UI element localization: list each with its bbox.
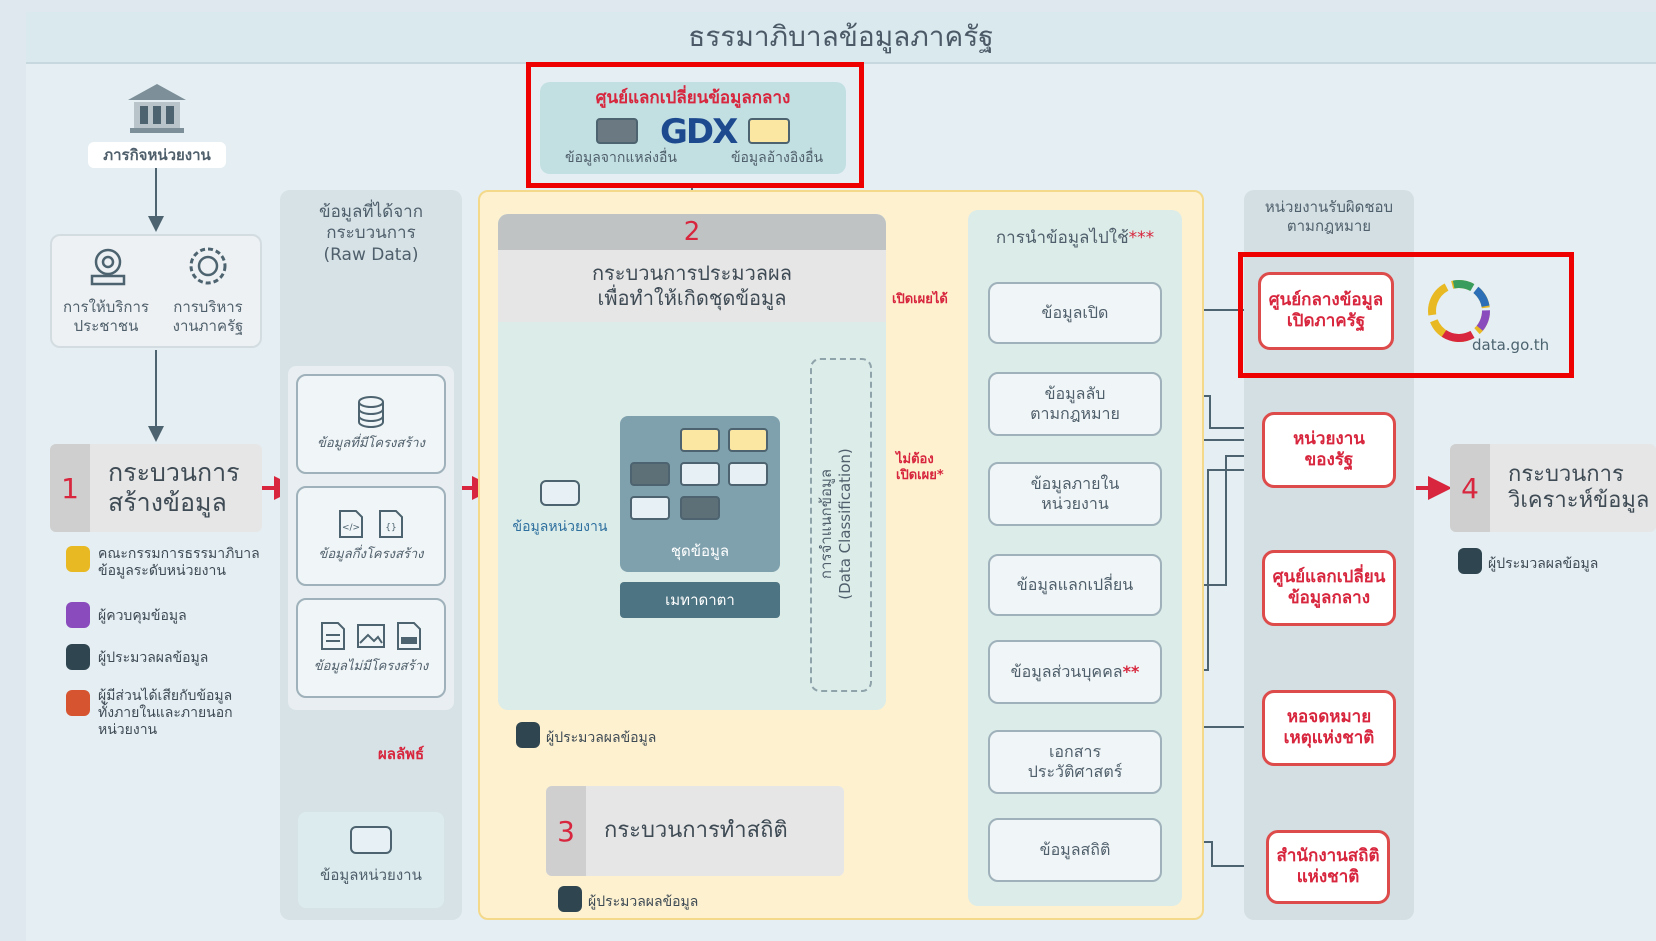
- gdx-box: [540, 82, 846, 174]
- person-label-committee: คณะกรรมการธรรมาภิบาล ข้อมูลระดับหน่วยงาน: [98, 546, 260, 579]
- usage-title-text: การนำข้อมูลไปใช้: [995, 228, 1129, 248]
- person-icon: [516, 722, 540, 748]
- dataset-cell: [630, 462, 670, 486]
- building-icon: [126, 82, 188, 134]
- step1-box: 1 กระบวนการ สร้างข้อมูล: [50, 444, 262, 532]
- step4-label: กระบวนการ วิเคราะห์ข้อมูล: [1508, 461, 1650, 513]
- dataset-cell: [728, 428, 768, 452]
- person-label-processor: ผู้ประมวลผลข้อมูล: [98, 650, 209, 666]
- step3-label: กระบวนการทำสถิติ: [604, 817, 788, 843]
- step4-number: 4: [1450, 444, 1490, 532]
- gear-icon: [186, 244, 230, 288]
- external-data-icon: [596, 118, 638, 144]
- dataset-label: ชุดข้อมูล: [670, 542, 730, 560]
- gdx-title: ศูนย์แลกเปลี่ยนข้อมูลกลาง: [595, 88, 791, 108]
- gdx-left-label: ข้อมูลจากแหล่งอื่น: [565, 150, 677, 166]
- person-icon: [558, 886, 582, 912]
- responsible-gov-agency: หน่วยงาน ของรัฐ: [1262, 412, 1396, 488]
- metadata-label: เมทาดาตา: [620, 582, 780, 618]
- svg-text:{}: {}: [385, 523, 396, 533]
- usage-title-mark: ***: [1128, 228, 1155, 248]
- raw-data-title: ข้อมูลที่ได้จาก กระบวนการ (Raw Data): [318, 202, 424, 265]
- reference-data-icon: [748, 118, 790, 144]
- person-icon: [66, 690, 90, 716]
- usage-item-statistics: ข้อมูลสถิติ: [988, 818, 1162, 882]
- dataset-cell: [728, 462, 768, 486]
- dataset-cell: [680, 496, 720, 520]
- service-public-icon: [86, 244, 130, 288]
- structured-data-box: ข้อมูลที่มีโครงสร้าง: [296, 374, 446, 474]
- data-go-th-logo: [1424, 276, 1494, 346]
- dataset-cell: [680, 428, 720, 452]
- usage-item-open-data: ข้อมูลเปิด: [988, 282, 1162, 344]
- step1-number: 1: [50, 444, 90, 532]
- image-icon: [357, 623, 385, 648]
- unstructured-data-box: ข้อมูลไม่มีโครงสร้าง: [296, 598, 446, 698]
- personal-data-mark: **: [1122, 662, 1140, 681]
- unit-data-flow-label: ข้อมูลหน่วยงาน: [512, 519, 608, 535]
- person-label-controller: ผู้ควบคุมข้อมูล: [98, 608, 187, 624]
- step2-number: 2: [498, 214, 886, 250]
- usage-item-internal-data: ข้อมูลภายใน หน่วยงาน: [988, 462, 1162, 526]
- gdx-logo: GDX: [660, 112, 738, 152]
- step3-processor-label: ผู้ประมวลผลข้อมูล: [588, 894, 699, 910]
- step4-processor-label: ผู้ประมวลผลข้อมูล: [1488, 556, 1599, 572]
- responsible-national-archives: หอจดหมาย เหตุแห่งชาติ: [1262, 690, 1396, 766]
- document-icon: [321, 621, 345, 650]
- step3-number: 3: [546, 786, 586, 876]
- step1-label: กระบวนการ สร้างข้อมูล: [108, 458, 240, 517]
- unstructured-data-label: ข้อมูลไม่มีโครงสร้าง: [313, 658, 429, 674]
- person-icon: [66, 602, 90, 628]
- classification-box: [810, 358, 872, 692]
- responsible-open-data-center: ศูนย์กลางข้อมูล เปิดภาครัฐ: [1258, 272, 1394, 350]
- data-go-th-label: data.go.th: [1472, 336, 1550, 354]
- result-label: ผลลัพธ์: [378, 745, 425, 763]
- step3-box: 3 กระบวนการทำสถิติ: [546, 786, 844, 876]
- usage-item-personal-data: ข้อมูลส่วนบุคคล**: [988, 640, 1162, 704]
- disclose-label: เปิดเผยได้: [892, 292, 948, 307]
- doc-file-icon: [397, 621, 421, 650]
- person-icon: [1458, 548, 1482, 574]
- open-data-highlight-frame: [1238, 252, 1574, 378]
- unit-data-icon: [350, 826, 392, 854]
- mission-label: ภารกิจหน่วยงาน: [88, 142, 226, 168]
- usage-item-secret-data: ข้อมูลลับ ตามกฎหมาย: [988, 372, 1162, 436]
- responsible-nso: สำนักงานสถิติ แห่งชาติ: [1266, 830, 1390, 904]
- structured-data-label: ข้อมูลที่มีโครงสร้าง: [317, 435, 425, 451]
- gdx-right-label: ข้อมูลอ้างอิงอื่น: [730, 150, 824, 166]
- unit-data-label: ข้อมูลหน่วยงาน: [320, 866, 422, 884]
- service-public-label: การให้บริการ ประชาชน: [63, 298, 149, 335]
- responsible-gdx-center: ศูนย์แลกเปลี่ยน ข้อมูลกลาง: [1262, 550, 1396, 626]
- no-disclose-label: ไม่ต้อง เปิดเผย*: [896, 452, 944, 483]
- dataset-cell: [680, 462, 720, 486]
- personal-data-text: ข้อมูลส่วนบุคคล: [1010, 662, 1123, 681]
- database-icon: [358, 395, 384, 428]
- services-box: [50, 234, 262, 348]
- person-icon: [66, 644, 90, 670]
- responsible-title: หน่วยงานรับผิดชอบ ตามกฎหมาย: [1264, 198, 1394, 235]
- usage-item-exchange-data: ข้อมูลแลกเปลี่ยน: [988, 554, 1162, 616]
- step4-box: 4 กระบวนการ วิเคราะห์ข้อมูล: [1450, 444, 1656, 532]
- json-file-icon: {}: [379, 509, 403, 538]
- step2-title: กระบวนการประมวลผล เพื่อทำให้เกิดชุดข้อมู…: [498, 250, 886, 322]
- service-gov-label: การบริหาร งานภาครัฐ: [172, 298, 244, 335]
- code-file-icon: </>: [339, 509, 363, 538]
- dataset-cell: [630, 496, 670, 520]
- unit-data-icon: [540, 480, 580, 506]
- usage-item-historical-doc: เอกสาร ประวัติศาสตร์: [988, 730, 1162, 794]
- classification-label: การจำแนกข้อมูล (Data Classification): [817, 448, 854, 600]
- semi-structured-data-box: </> {} ข้อมูลกึ่งโครงสร้าง: [296, 486, 446, 586]
- processor-label: ผู้ประมวลผลข้อมูล: [546, 730, 657, 746]
- person-label-stakeholder: ผู้มีส่วนได้เสียกับข้อมูล ทั้งภายในและภา…: [98, 688, 233, 738]
- svg-text:</>: </>: [342, 523, 360, 533]
- person-icon: [66, 546, 90, 572]
- semi-structured-data-label: ข้อมูลกึ่งโครงสร้าง: [318, 546, 424, 562]
- usage-title: การนำข้อมูลไปใช้***: [968, 228, 1182, 249]
